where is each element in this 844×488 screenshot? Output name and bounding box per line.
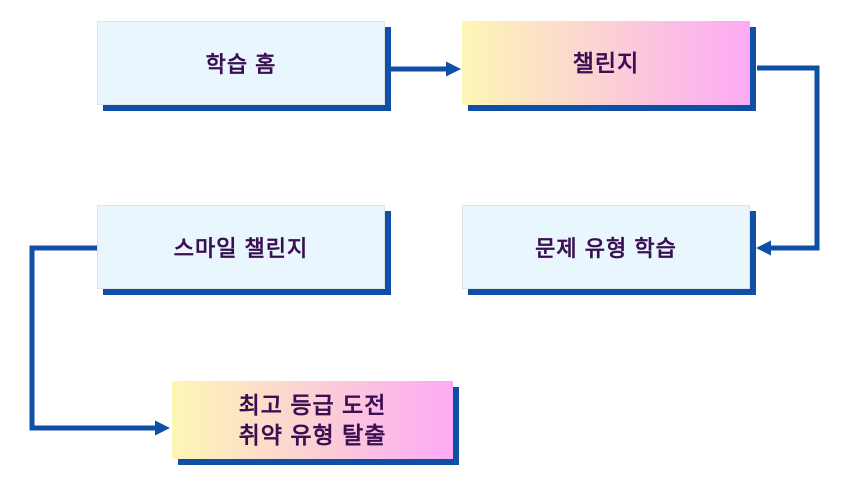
node-smile-challenge: 스마일 챌린지 — [97, 205, 385, 289]
arrow-challenge-to-problem-type — [756, 65, 820, 256]
node-problem-type-learning-label: 문제 유형 학습 — [535, 236, 677, 261]
node-learning-home: 학습 홈 — [97, 21, 385, 105]
node-problem-type-learning: 문제 유형 학습 — [462, 205, 750, 289]
node-challenge-label: 챌린지 — [572, 50, 640, 76]
node-smile-challenge-label: 스마일 챌린지 — [173, 236, 309, 261]
node-final-goal-line2: 취약 유형 탈출 — [238, 422, 387, 448]
node-challenge: 챌린지 — [462, 21, 750, 105]
node-final-goal: 최고 등급 도전 취약 유형 탈출 — [172, 381, 453, 459]
node-final-goal-line1: 최고 등급 도전 — [238, 392, 387, 418]
node-learning-home-label: 학습 홈 — [205, 52, 277, 77]
arrow-learning-home-to-challenge — [388, 61, 461, 77]
